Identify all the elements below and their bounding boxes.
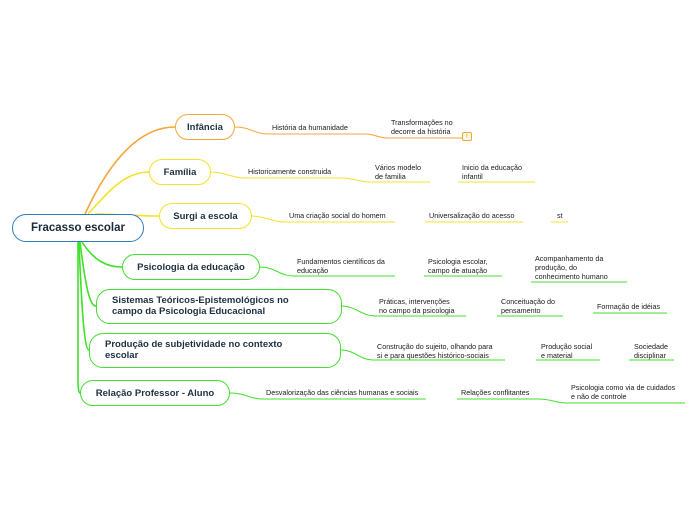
root-node[interactable]: Fracasso escolar [12,214,144,242]
edge-relacao-child3 [537,398,568,404]
edge-root-familia [87,171,150,215]
topic-st[interactable]: st [557,211,563,220]
topic-historia-humanidade[interactable]: História da humanidade [272,123,348,132]
topic-transformacoes[interactable]: Transformações no decorre da história [391,118,453,136]
edge-root-relacao [77,242,81,394]
topic-criacao-social[interactable]: Uma criação social do homem [289,211,386,220]
topic-varios-modelos[interactable]: Vários modelo de familia [375,163,421,181]
node-familia[interactable]: Família [149,159,211,185]
topic-desvalorizacao[interactable]: Desvalorização das ciências humanas e so… [266,388,419,397]
edge-root-infancia [84,126,176,215]
topic-historicamente-construida[interactable]: Historicamente construida [248,167,332,176]
node-infancia[interactable]: Infância [175,114,235,140]
edge-familia-child1 [210,171,246,179]
topic-formacao-ideias[interactable]: Formação de idéias [597,302,661,311]
topic-universalizacao[interactable]: Universalização do acesso [429,211,515,220]
node-psicologia-educacao[interactable]: Psicologia da educação [122,254,260,280]
topic-praticas-intervencoes[interactable]: Práticas, intervenções no campo da psico… [379,297,455,315]
node-sistemas-teoricos[interactable]: Sistemas Teóricos-Epistemológicos no cam… [96,289,342,324]
edge-psicologia-child1 [259,266,294,277]
edge-relacao-child1 [229,392,263,400]
topic-inicio-educacao[interactable]: Inicio da educação infantil [462,163,522,181]
topic-psicologia-cuidados[interactable]: Psicologia como via de cuidados e não de… [571,383,676,401]
edge-root-producao [78,241,90,351]
topic-acompanhamento[interactable]: Acompanhamento da produção, do conhecime… [535,254,608,281]
edge-infancia-child1 [234,126,269,135]
warning-icon[interactable]: ! [462,132,472,141]
edge-familia-child2 [339,177,371,183]
topic-psicologia-escolar[interactable]: Psicologia escolar, campo de atuação [428,257,488,275]
topic-fundamentos-cientificos[interactable]: Fundamentos científicos da educação [297,257,385,275]
edge-root-psicologia [81,241,123,268]
topic-producao-social[interactable]: Produção social e material [541,342,593,360]
edge-root-sistemas [79,241,97,307]
node-relacao-professor-aluno[interactable]: Relação Professor - Aluno [80,380,230,406]
topic-sociedade-disciplinar[interactable]: Sociedade disciplinar [634,342,668,360]
edge-escola-child1 [251,215,286,223]
node-surgi-escola[interactable]: Surgi a escola [159,203,252,229]
topic-relacoes-conflitantes[interactable]: Relações conflitantes [461,388,530,397]
edge-infancia-child2 [364,133,389,139]
node-producao-subjetividade[interactable]: Produção de subjetividade no contexto es… [89,333,341,368]
topic-conceituacao[interactable]: Conceituação do pensamento [501,297,555,315]
topic-construcao-sujeito[interactable]: Construção do sujeito, olhando para si e… [377,342,493,360]
edge-sistemas-child1 [341,305,376,317]
edge-producao-child1 [340,349,374,361]
